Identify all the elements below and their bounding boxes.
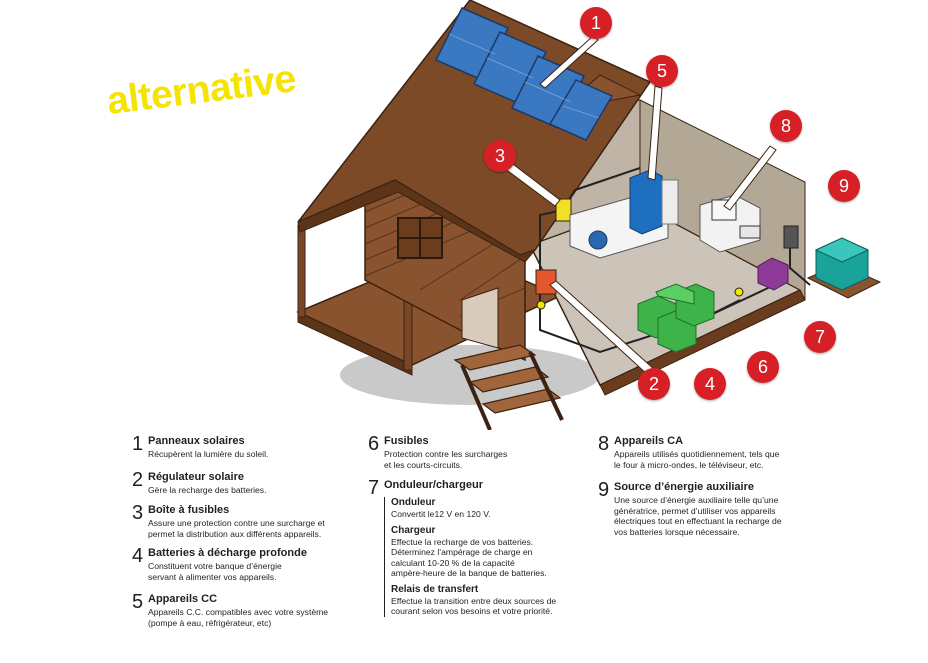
batteries <box>637 283 715 353</box>
legend-description: Appareils utilisés quotidiennement, tels… <box>614 449 780 470</box>
legend-number: 7 <box>368 477 380 499</box>
sub-description: Effectue la transition entre deux source… <box>391 595 557 617</box>
callout-4: 4 <box>694 368 726 400</box>
microwave <box>739 225 761 239</box>
legend-title: Boîte à fusibles <box>148 504 230 516</box>
cabin-doorway <box>461 287 499 349</box>
legend-number: 8 <box>598 433 610 455</box>
dc-fridge <box>629 169 663 235</box>
water-pump <box>588 230 608 250</box>
legend-description: Une source d’énergie auxiliaire telle qu… <box>614 495 782 537</box>
legend-number: 5 <box>132 591 144 613</box>
callout-5: 5 <box>646 55 678 87</box>
inverter-panel <box>783 225 799 249</box>
callout-leaders <box>499 35 777 377</box>
legend-description: Assure une protection contre une surchar… <box>148 518 325 539</box>
legend-description: Gère la recharge des batteries. <box>148 485 267 495</box>
legend-number: 1 <box>132 433 144 455</box>
callout-9: 9 <box>828 170 860 202</box>
legend-number: 2 <box>132 469 144 491</box>
legend-title: Onduleur/chargeur <box>384 479 484 491</box>
callout-2: 2 <box>638 368 670 400</box>
callout-1: 1 <box>580 7 612 39</box>
legend-description: Appareils C.C. compatibles avec votre sy… <box>148 607 329 628</box>
legend-title: Source d’énergie auxiliaire <box>614 481 755 493</box>
legend-description: Récupèrent la lumière du soleil. <box>148 449 269 459</box>
legend-description: Constituent votre banque d’énergie serva… <box>148 561 282 582</box>
porch-stairs <box>453 344 564 430</box>
cabin-illustration <box>296 0 882 430</box>
legend-title: Appareils CA <box>614 435 684 447</box>
legend-description: Protection contre les surcharges et les … <box>384 449 508 470</box>
solar-regulator <box>535 269 557 295</box>
sub-description: Convertit le12 V en 120 V. <box>391 509 491 519</box>
sub-title: Chargeur <box>391 524 436 536</box>
legend-title: Batteries à décharge profonde <box>148 547 307 559</box>
sub-title: Onduleur <box>391 497 436 508</box>
porch-post <box>297 224 306 318</box>
legend-number: 3 <box>132 502 144 524</box>
legend-number: 9 <box>598 479 610 501</box>
legend-title: Fusibles <box>384 435 429 447</box>
legend-title: Appareils CC <box>148 593 218 605</box>
transfer-relay <box>757 257 789 291</box>
fuse-box <box>555 198 572 222</box>
legend-title: Panneaux solaires <box>148 435 245 447</box>
sub-description: Effectue la recharge de vos batteries. D… <box>391 536 547 579</box>
legend-number: 4 <box>132 545 144 567</box>
cabinet <box>661 179 679 225</box>
callout-6: 6 <box>747 351 779 383</box>
legend-title: Régulateur solaire <box>148 471 244 483</box>
callout-8: 8 <box>770 110 802 142</box>
sub-title: Relais de transfert <box>391 583 479 595</box>
inverter-charger-sublist: Onduleur Convertit le12 V en 120 V. Char… <box>384 497 594 617</box>
callout-7: 7 <box>804 321 836 353</box>
fuse-dot <box>536 300 546 310</box>
callout-3: 3 <box>484 140 516 172</box>
fuse-dot <box>734 287 744 297</box>
legend-number: 6 <box>368 433 380 455</box>
